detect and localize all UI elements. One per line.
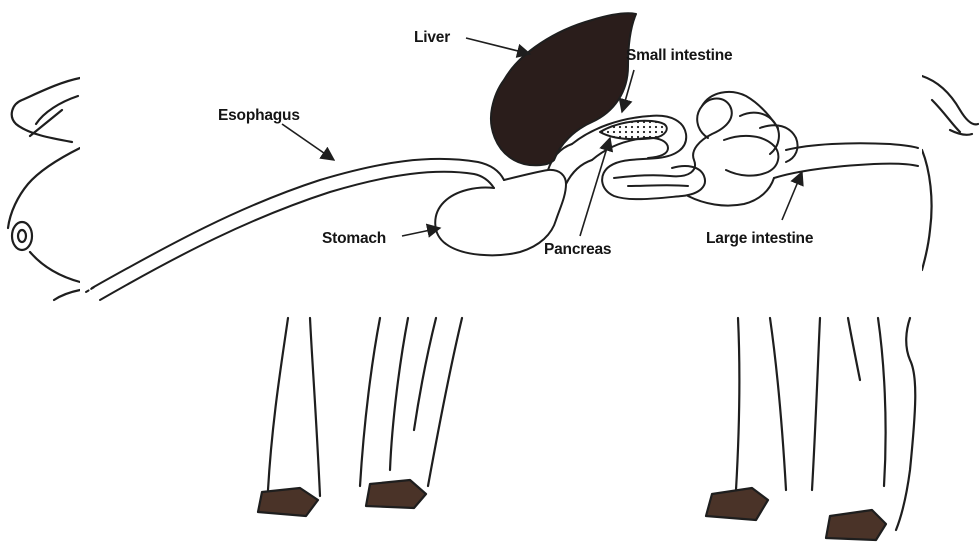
pig-hooves — [258, 480, 886, 540]
pig-legs-outline — [268, 318, 915, 530]
small-intestine-label: Small intestine — [626, 47, 733, 64]
pig-tail-outline — [922, 76, 978, 270]
large-intestine-label: Large intestine — [706, 230, 814, 247]
esophagus-label: Esophagus — [218, 107, 300, 124]
liver-label: Liver — [414, 29, 450, 46]
pig-head-outline — [8, 78, 80, 300]
pancreas-label: Pancreas — [544, 241, 611, 258]
stomach-label: Stomach — [322, 230, 386, 247]
